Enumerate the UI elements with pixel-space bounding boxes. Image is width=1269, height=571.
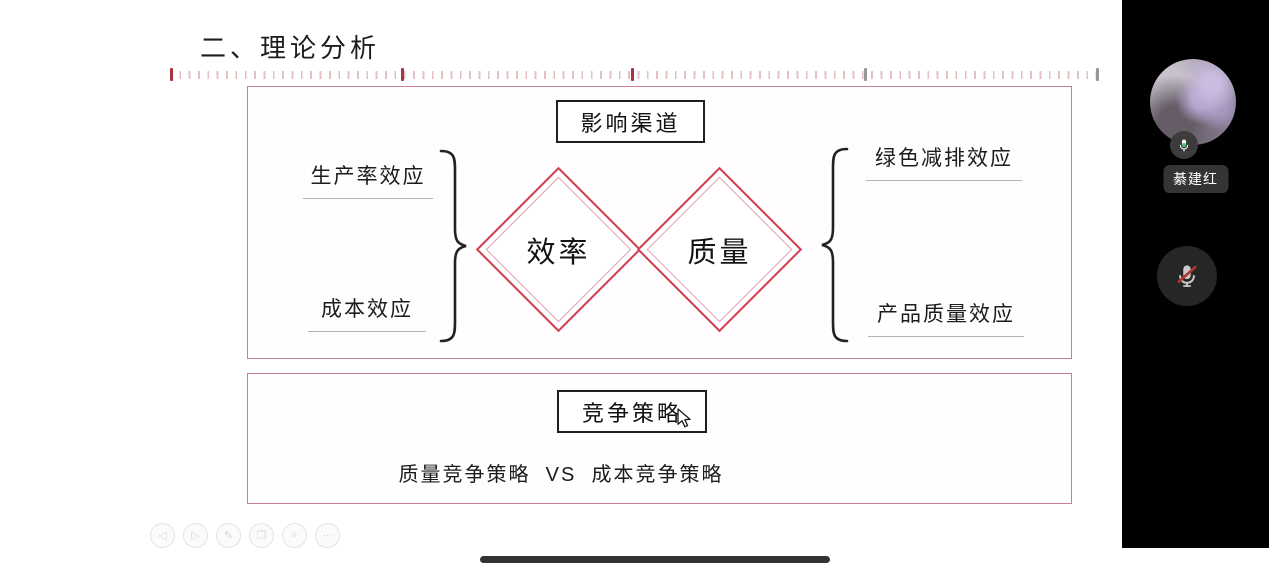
underline xyxy=(308,331,426,332)
speaker-name-badge: 綦建红 xyxy=(1163,165,1228,193)
productivity-effect-label: 生产率效应 xyxy=(303,160,433,199)
underline xyxy=(866,180,1022,181)
strategy-title-box: 竞争策略 xyxy=(557,390,707,433)
previous-slide-button[interactable]: ◁ xyxy=(150,523,175,548)
cost-effect-label: 成本效应 xyxy=(308,293,426,332)
ruler-major-tick xyxy=(170,68,173,81)
product-quality-effect-text: 产品质量效应 xyxy=(877,303,1015,326)
magnifier-icon: ⌕ xyxy=(291,529,298,541)
right-brace xyxy=(821,147,849,343)
taskbar-handle[interactable] xyxy=(480,556,830,563)
green-emission-effect-text: 绿色减排效应 xyxy=(875,147,1013,170)
slides-icon: ❐ xyxy=(256,530,267,542)
more-options-button[interactable]: ⋯ xyxy=(315,523,340,548)
ruler-ticks xyxy=(170,68,1102,81)
ruler-major-tick xyxy=(401,68,404,81)
speaker-avatar[interactable] xyxy=(1150,59,1236,145)
ruler-major-tick xyxy=(864,68,867,81)
next-slide-button[interactable]: ▷ xyxy=(183,523,208,548)
mic-active-indicator xyxy=(1170,131,1198,159)
next-icon: ▷ xyxy=(191,530,200,542)
product-quality-effect-label: 产品质量效应 xyxy=(868,298,1024,337)
strategy-comparison-text: 质量竞争策略 VS 成本竞争策略 xyxy=(398,464,724,486)
ruler-minor-ticks xyxy=(170,71,1102,79)
previous-icon: ◁ xyxy=(158,530,167,542)
participants-strip: 綦建红 xyxy=(1122,0,1269,548)
channel-title-box: 影响渠道 xyxy=(556,100,705,143)
quality-diamond-label: 质量 xyxy=(687,236,752,269)
ruler-major-tick xyxy=(631,68,634,81)
cost-effect-text: 成本效应 xyxy=(321,298,413,321)
slides-view-button[interactable]: ❐ xyxy=(249,523,274,548)
magnifier-button[interactable]: ⌕ xyxy=(282,523,307,548)
underline xyxy=(303,198,433,199)
annotate-pen-button[interactable]: ✎ xyxy=(216,523,241,548)
strategy-title-label: 竞争策略 xyxy=(581,400,682,426)
participant-audio-tile[interactable] xyxy=(1157,246,1217,306)
green-emission-effect-label: 绿色减排效应 xyxy=(866,142,1022,181)
ruler-major-tick xyxy=(1096,68,1099,81)
slide-title: 二、理论分析 xyxy=(200,33,381,63)
presentation-slide: 二、理论分析 影响渠道 生产率效应 成本效应 效率 质量 绿色减排 xyxy=(150,33,1102,548)
mic-muted-icon xyxy=(1177,265,1197,287)
left-brace xyxy=(439,149,467,343)
mic-active-icon xyxy=(1179,139,1189,152)
pen-icon: ✎ xyxy=(223,530,234,542)
mouse-cursor xyxy=(677,408,691,428)
presentation-mini-toolbar: ◁ ▷ ✎ ❐ ⌕ ⋯ xyxy=(150,523,340,548)
channel-title-label: 影响渠道 xyxy=(580,110,681,136)
more-icon: ⋯ xyxy=(322,530,333,542)
underline xyxy=(868,336,1024,337)
efficiency-diamond-label: 效率 xyxy=(526,236,591,269)
productivity-effect-text: 生产率效应 xyxy=(310,165,426,188)
